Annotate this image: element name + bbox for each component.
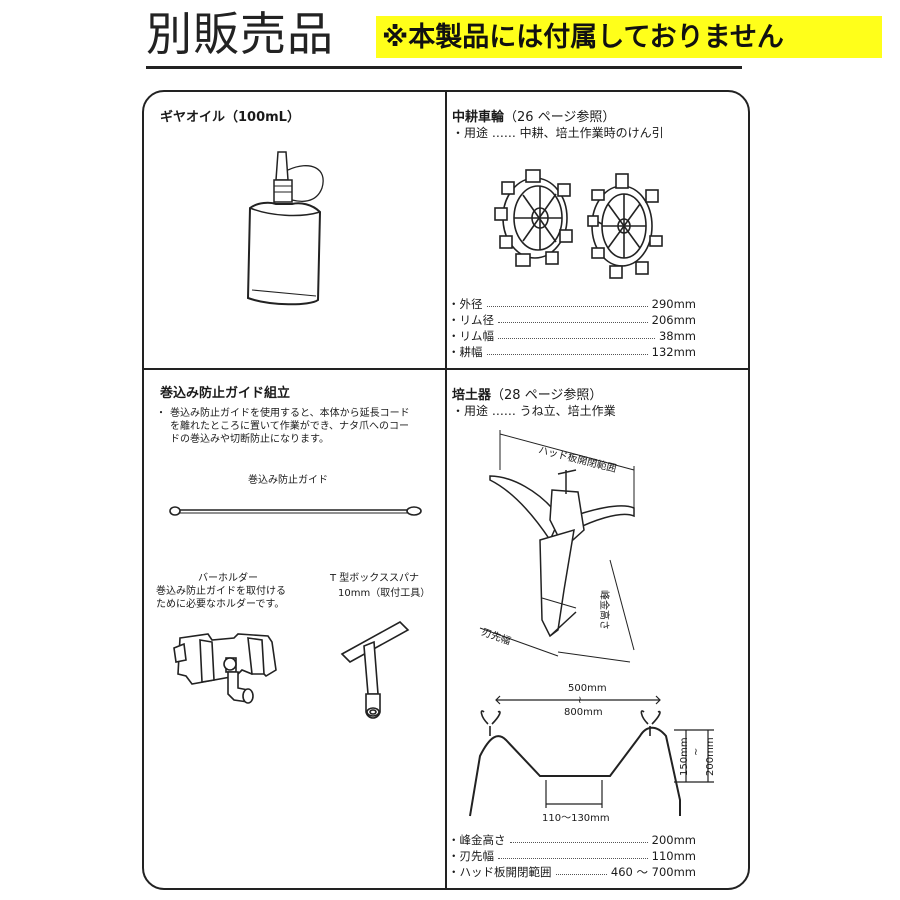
spec-label: ・耕幅 [448, 345, 483, 359]
spec-row: ・ハッド板開閉範囲 460 〜 700mm [448, 864, 696, 880]
cultivator-wheel-specs: ・外径 290mm ・リム径 206mm ・リム幅 38mm ・耕幅 132mm [448, 296, 696, 360]
ridger-usage: ・用途 …… うね立、培土作業 [452, 404, 616, 418]
cultivator-wheel-ref: （26 ページ参照） [504, 110, 616, 125]
t-box-wrench-icon [340, 621, 410, 719]
spec-value: 460 〜 700mm [610, 865, 696, 879]
guide-label: 巻込み防止ガイド [248, 475, 328, 486]
dim-top-sep: ≀ [578, 695, 582, 706]
spec-leader [509, 832, 648, 843]
cultivator-wheel-name: 中耕車輪 [452, 110, 505, 125]
spiked-wheels-icon [494, 169, 663, 279]
spec-row: ・峰金高さ 200mm [448, 832, 696, 848]
dim-top-2: 800mm [564, 707, 603, 718]
spec-row: ・刃先幅 110mm [448, 848, 696, 864]
spec-label: ・外径 [448, 297, 483, 311]
spec-value: 200mm [651, 833, 696, 847]
spec-leader [498, 328, 655, 339]
spec-label: ・リム幅 [448, 329, 494, 343]
holder-desc-line: ために必要なホルダーです。 [156, 599, 285, 610]
oil-bottle-icon [246, 151, 324, 306]
guide-bullet: ・ [156, 408, 166, 419]
spec-value: 38mm [658, 329, 696, 343]
spec-value: 290mm [651, 297, 696, 311]
panel-divider-vertical [445, 92, 447, 888]
ridger-name: 培土器 [452, 388, 492, 403]
spec-label: ・峰金高さ [448, 833, 506, 847]
cultivator-wheel-usage: ・用途 …… 中耕、培土作業時のけん引 [452, 126, 664, 140]
page-title: 別販売品 [146, 7, 334, 61]
gear-oil-title: ギヤオイル（100mL） [160, 110, 300, 125]
spec-leader [486, 296, 648, 307]
dim-top-1: 500mm [568, 683, 607, 694]
spec-value: 110mm [651, 849, 696, 863]
accessory-panel [142, 90, 750, 890]
dim-h-1: 150mm [679, 737, 690, 776]
spec-leader [555, 864, 607, 875]
notice-banner [376, 16, 882, 58]
spec-leader [486, 344, 648, 355]
guide-rod-icon [169, 506, 422, 516]
guide-title: 巻込み防止ガイド組立 [160, 386, 291, 401]
spec-leader [498, 848, 648, 859]
ridger-label-height: 峰金高さ [598, 590, 609, 630]
bar-holder-icon [173, 633, 277, 704]
notice-banner-text: ※本製品には付属しておりません [382, 22, 784, 53]
wrench-desc: 10mm（取付工具） [338, 588, 431, 599]
spec-value: 206mm [651, 313, 696, 327]
spec-row: ・耕幅 132mm [448, 344, 696, 360]
ridger-ref: （28 ページ参照） [491, 388, 603, 403]
spec-label: ・刃先幅 [448, 849, 494, 863]
holder-desc-line: 巻込み防止ガイドを取付ける [156, 586, 286, 597]
ridger-title: 培土器（28 ページ参照） [452, 384, 602, 403]
spec-value: 132mm [651, 345, 696, 359]
spec-label: ・リム径 [448, 313, 494, 327]
spec-leader [498, 312, 648, 323]
wrench-title: T 型ボックススパナ [330, 573, 419, 584]
ridge-profile-icon [469, 695, 714, 817]
dim-bottom: 110〜130mm [542, 813, 610, 824]
ridger-tool-icon [479, 430, 635, 663]
guide-desc-line: ドの巻込みや切断防止になります。 [170, 434, 329, 445]
guide-desc-line: 巻込み防止ガイドを使用すると、本体から延長コード [170, 408, 410, 419]
holder-title: バーホルダー [198, 573, 258, 584]
guide-desc-line: を離れたところに置いて作業ができ、ナタ爪へのコー [170, 421, 409, 432]
spec-row: ・リム幅 38mm [448, 328, 696, 344]
dim-h-sep: ≀ [694, 747, 698, 758]
panel-divider-horizontal [144, 368, 748, 370]
spec-row: ・外径 290mm [448, 296, 696, 312]
dim-h-2: 200mm [705, 737, 716, 776]
cultivator-wheel-title: 中耕車輪（26 ページ参照） [452, 106, 615, 125]
spec-row: ・リム径 206mm [448, 312, 696, 328]
header-underline [146, 66, 742, 69]
spec-label: ・ハッド板開閉範囲 [448, 865, 552, 879]
ridger-specs: ・峰金高さ 200mm ・刃先幅 110mm ・ハッド板開閉範囲 460 〜 700m… [448, 832, 696, 880]
